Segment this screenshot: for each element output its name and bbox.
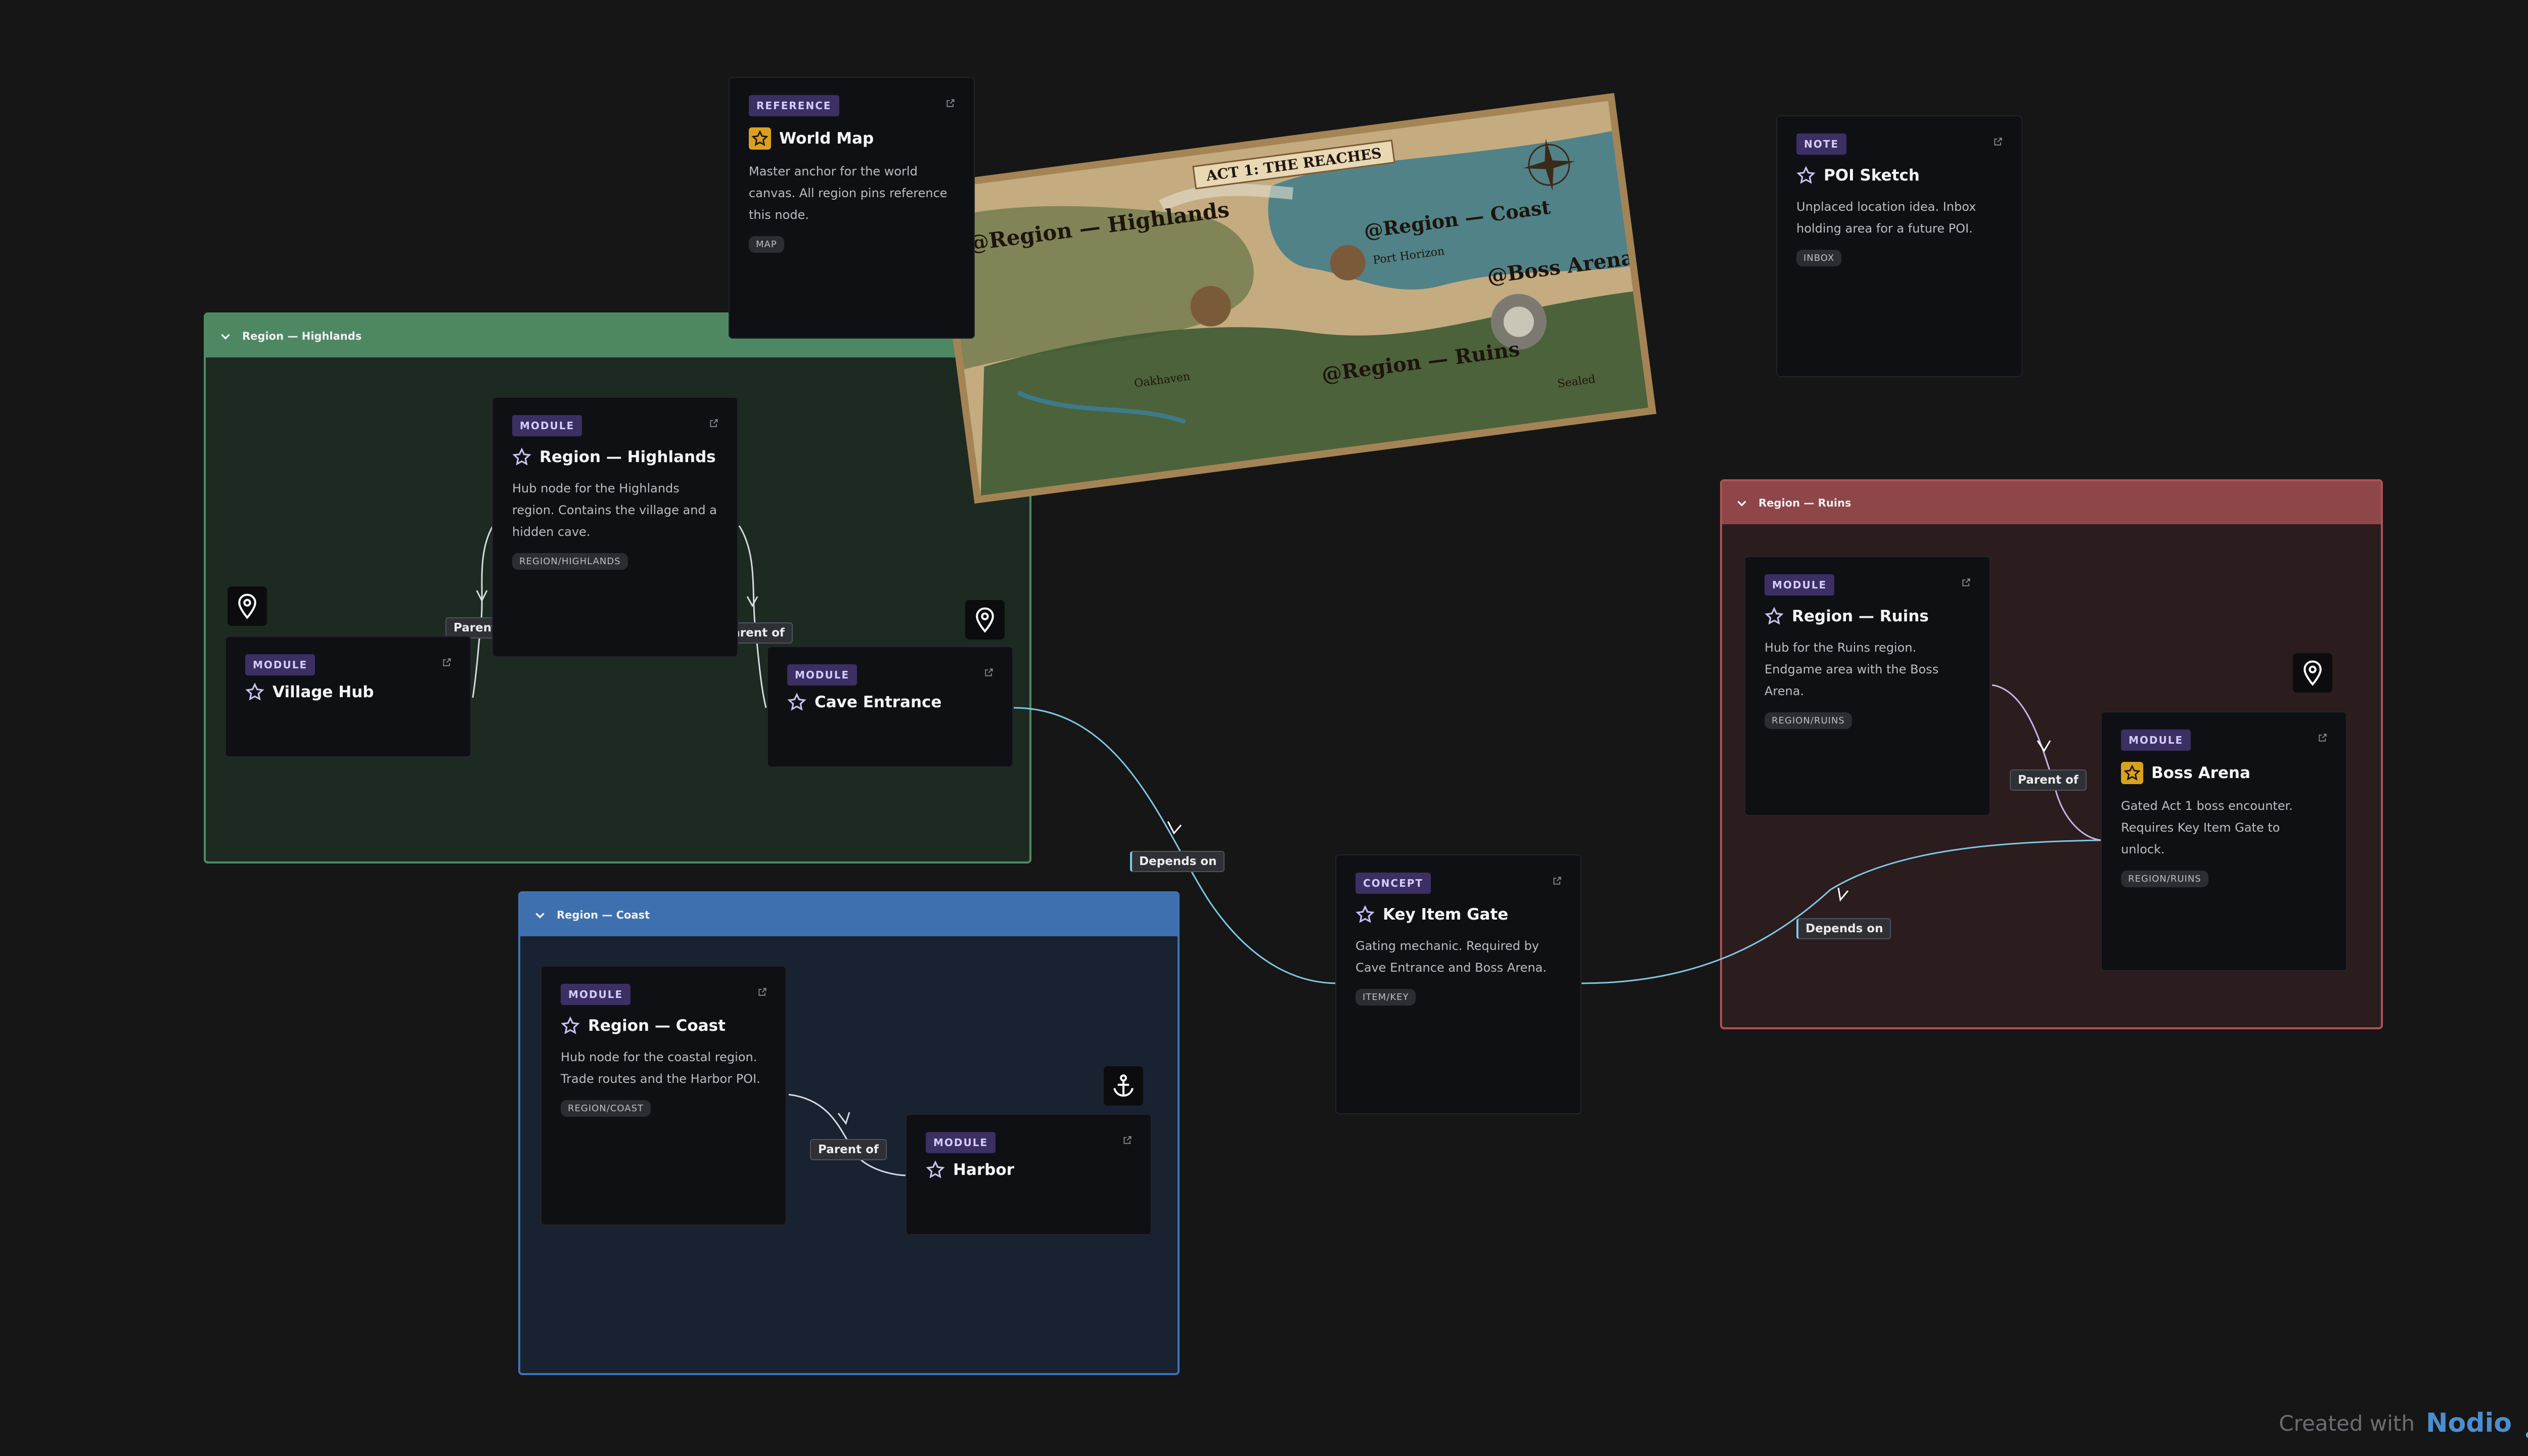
card-description: Hub for the Ruins region. Endgame area w… [1765, 641, 1939, 698]
star-icon[interactable] [245, 682, 264, 702]
external-link-icon[interactable] [1122, 1135, 1133, 1145]
map-pin-icon [976, 607, 994, 633]
card-tag[interactable]: REGION/HIGHLANDS [512, 553, 628, 570]
nodio-logo-icon [2525, 1432, 2528, 1438]
external-link-icon[interactable] [1961, 577, 1971, 587]
group-header[interactable]: Region — Ruins [1722, 481, 2381, 524]
card-badge: MODULE [561, 984, 631, 1005]
card-badge: MODULE [926, 1132, 996, 1153]
external-link-icon[interactable] [709, 418, 719, 428]
edge-label-parent-of[interactable]: Parent of [810, 1139, 887, 1160]
edge-label-parent-of[interactable]: Parent of [2010, 769, 2087, 791]
footer-branding[interactable]: Created with Nodio [2279, 1405, 2528, 1441]
card-cave-entrance[interactable]: MODULE Cave Entrance [767, 646, 1013, 767]
card-boss-arena[interactable]: MODULE Boss Arena Gated Act 1 boss encou… [2101, 711, 2347, 971]
card-poi-sketch[interactable]: NOTE POI Sketch Unplaced location idea. … [1776, 115, 2022, 377]
card-key-item-gate[interactable]: CONCEPT Key Item Gate Gating mechanic. R… [1335, 854, 1582, 1114]
star-icon[interactable] [1356, 905, 1375, 924]
card-tag[interactable]: INBOX [1796, 250, 1842, 266]
anchor-icon [1113, 1074, 1134, 1097]
card-tag[interactable]: REGION/RUINS [2121, 871, 2208, 887]
card-title: Region — Ruins [1792, 607, 1929, 625]
edge-cave-gate [1013, 707, 1338, 984]
card-badge: MODULE [2121, 730, 2191, 751]
card-harbor[interactable]: MODULE Harbor [906, 1114, 1152, 1235]
footer-text: Created with [2279, 1410, 2415, 1436]
card-world-map[interactable]: REFERENCE World Map Master anchor for th… [729, 77, 975, 339]
star-icon[interactable] [1796, 166, 1816, 185]
card-title: Key Item Gate [1383, 905, 1509, 924]
map-terrain [940, 101, 1649, 496]
card-title: POI Sketch [1824, 166, 1920, 185]
card-title: Cave Entrance [815, 693, 942, 711]
edge-highlands-village [472, 525, 494, 698]
card-tag[interactable]: MAP [749, 236, 784, 253]
external-link-icon[interactable] [1993, 136, 2003, 147]
card-badge: CONCEPT [1356, 873, 1431, 894]
card-description: Gating mechanic. Required by Cave Entran… [1356, 939, 1547, 975]
chevron-down-icon[interactable] [1734, 495, 1749, 511]
card-title: Village Hub [273, 683, 374, 701]
card-tag[interactable]: ITEM/KEY [1356, 989, 1416, 1006]
star-icon[interactable] [561, 1016, 580, 1035]
external-link-icon[interactable] [1552, 876, 1562, 886]
card-tag[interactable]: REGION/COAST [561, 1100, 651, 1117]
footer-brand: Nodio [2425, 1408, 2512, 1438]
card-description: Gated Act 1 boss encounter. Requires Key… [2121, 799, 2293, 856]
chevron-down-icon[interactable] [532, 907, 548, 923]
star-icon[interactable] [926, 1160, 945, 1179]
star-icon[interactable] [749, 127, 771, 150]
card-description: Master anchor for the world canvas. All … [749, 164, 947, 222]
external-link-icon[interactable] [984, 667, 994, 677]
card-badge: MODULE [1765, 574, 1835, 596]
card-title: Boss Arena [2151, 764, 2250, 782]
card-badge: MODULE [245, 654, 315, 675]
card-badge: MODULE [512, 415, 582, 436]
group-header[interactable]: Region — Coast [520, 893, 1178, 936]
card-tag[interactable]: REGION/RUINS [1765, 712, 1852, 729]
card-title: Region — Highlands [539, 448, 716, 466]
card-region-coast[interactable]: MODULE Region — Coast Hub node for the c… [540, 966, 787, 1225]
card-description: Hub node for the Highlands region. Conta… [512, 481, 717, 539]
external-link-icon[interactable] [442, 657, 452, 667]
card-badge: MODULE [787, 664, 857, 686]
edge-coast-harbor [788, 1094, 908, 1176]
chevron-down-icon[interactable] [218, 329, 233, 344]
star-icon[interactable] [787, 693, 806, 712]
external-link-icon[interactable] [2318, 733, 2328, 743]
card-title: Region — Coast [588, 1017, 726, 1035]
card-badge: NOTE [1796, 133, 1847, 155]
edge-highlands-cave [738, 525, 767, 708]
group-title: Region — Ruins [1758, 496, 1852, 509]
star-icon[interactable] [1765, 607, 1784, 626]
map-pin-button[interactable] [2293, 653, 2332, 693]
card-description: Unplaced location idea. Inbox holding ar… [1796, 200, 1976, 236]
edge-label-depends-on[interactable]: Depends on [1130, 851, 1225, 872]
map-pin-icon [238, 594, 256, 619]
group-title: Region — Highlands [242, 330, 362, 342]
star-icon[interactable] [2121, 762, 2143, 784]
map-pin-icon [2304, 660, 2322, 686]
external-link-icon[interactable] [757, 987, 768, 997]
edge-gate-boss [1581, 839, 2103, 984]
edge-ruins-boss [1992, 684, 2103, 841]
edge-label-depends-on[interactable]: Depends on [1796, 918, 1891, 939]
star-icon[interactable] [512, 447, 531, 467]
card-title: World Map [779, 129, 874, 148]
world-map-image[interactable]: ACT 1: THE REACHES @Region — Highlands @… [932, 93, 1656, 504]
card-title: Harbor [953, 1161, 1014, 1179]
map-pin-button[interactable] [965, 600, 1005, 640]
card-region-highlands[interactable]: MODULE Region — Highlands Hub node for t… [492, 397, 738, 657]
card-village-hub[interactable]: MODULE Village Hub [225, 636, 471, 757]
card-description: Hub node for the coastal region. Trade r… [561, 1050, 760, 1086]
card-region-ruins[interactable]: MODULE Region — Ruins Hub for the Ruins … [1744, 556, 1991, 816]
anchor-button[interactable] [1104, 1066, 1143, 1106]
group-title: Region — Coast [557, 908, 650, 921]
map-pin-button[interactable] [228, 586, 267, 626]
external-link-icon[interactable] [945, 98, 956, 108]
card-badge: REFERENCE [749, 95, 839, 116]
